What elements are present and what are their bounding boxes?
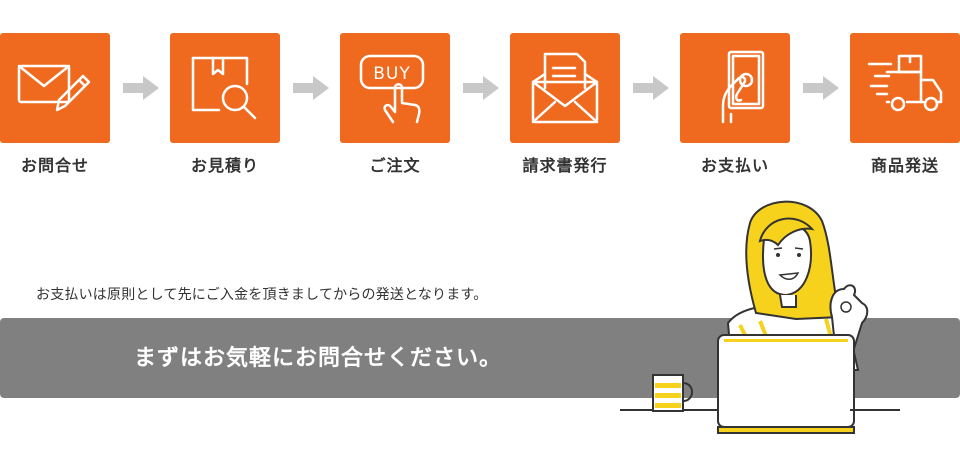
buy-button-icon: BUY (359, 54, 425, 124)
step-icon-box (510, 33, 620, 143)
step-label: お問合せ (20, 156, 89, 175)
step-label: 商品発送 (870, 156, 939, 175)
step-label: ご注文 (369, 156, 421, 175)
invoice-envelope-icon (531, 52, 599, 124)
laptop-icon (717, 334, 855, 434)
step-label: お見積り (190, 156, 259, 175)
mug-icon (652, 374, 693, 412)
step-label: 請求書発行 (522, 156, 608, 175)
step-icon-box (680, 33, 790, 143)
arrow-right-icon (123, 76, 159, 100)
step-icon-box (0, 33, 110, 143)
box-search-icon (191, 56, 257, 120)
arrow-right-icon (463, 76, 499, 100)
cash-hand-icon (721, 50, 765, 124)
woman-laptop-illustration (620, 200, 900, 434)
mail-pen-icon (17, 64, 91, 112)
step-icon-box (170, 33, 280, 143)
buy-text: BUY (373, 64, 411, 84)
banner-text: まずはお気軽にお問合せください。 (134, 346, 503, 371)
step-inquiry: お問合せ (0, 33, 110, 176)
step-estimate: お見積り (170, 33, 280, 176)
process-steps: お問合せ お見積り BUY ご注文 (0, 33, 960, 183)
step-shipping: 商品発送 (850, 33, 960, 176)
step-order: BUY ご注文 (340, 33, 450, 176)
step-payment: お支払い (680, 33, 790, 176)
step-icon-box: BUY (340, 33, 450, 143)
delivery-truck-icon (867, 54, 943, 112)
payment-note: お支払いは原則として先にご入金を頂きましてからの発送となります。 (36, 287, 488, 303)
step-invoice: 請求書発行 (510, 33, 620, 176)
arrow-right-icon (293, 76, 329, 100)
arrow-right-icon (633, 76, 669, 100)
step-label: お支払い (700, 156, 769, 175)
arrow-right-icon (803, 76, 839, 100)
step-icon-box (850, 33, 960, 143)
